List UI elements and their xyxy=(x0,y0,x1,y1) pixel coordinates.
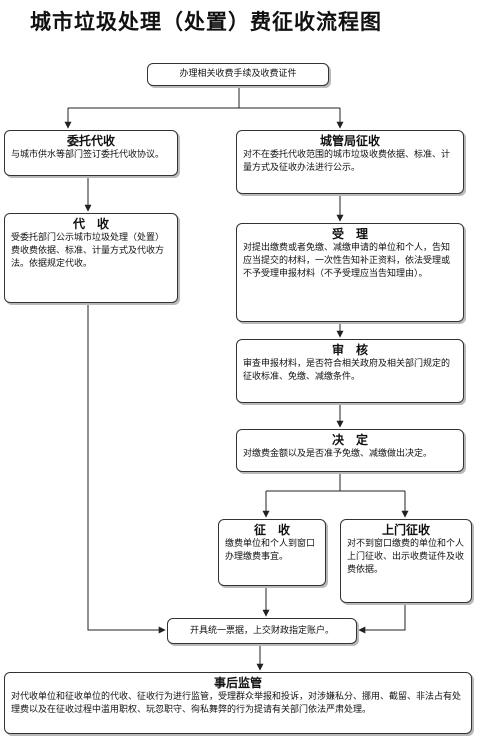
review-title: 审 核 xyxy=(331,343,368,357)
collect-body: 受委托部门公示城市垃圾处理（处置）费收费依据、标准、计量方式及代收方法。依据规定… xyxy=(11,233,165,269)
start-box: 办理相关收费手续及收费证件 xyxy=(147,63,329,86)
decide-box: 决 定 对缴费金额以及是否准予免缴、减缴做出决定。 xyxy=(236,429,464,472)
receipt-text: 开具统一票据，上交财政指定账户。 xyxy=(189,626,334,636)
collect-title: 代 收 xyxy=(72,217,109,231)
arrow-collect-to-receipt xyxy=(87,303,166,634)
entrust-box: 委托代收 与城市供水等部门签订委托代收协议。 xyxy=(4,130,178,176)
decide-title: 决 定 xyxy=(331,433,368,447)
bureau-body: 对不在委托代收范围的城市垃圾收费依据、标准、计量方式及征收办法进行公示。 xyxy=(243,150,451,173)
bureau-title: 城管局征收 xyxy=(319,134,380,148)
receipt-box: 开具统一票据，上交财政指定账户。 xyxy=(167,618,357,644)
accept-title: 受 理 xyxy=(331,227,368,241)
page-title: 城市垃圾处理（处置）费征收流程图 xyxy=(30,10,382,34)
bureau-box: 城管局征收 对不在委托代收范围的城市垃圾收费依据、标准、计量方式及征收办法进行公… xyxy=(236,130,464,194)
entrust-body: 与城市供水等部门签订委托代收协议。 xyxy=(11,150,165,160)
door-body: 对不到窗口缴费的单位和个人上门征收、出示收费证件及收费依据。 xyxy=(347,539,465,575)
accept-box: 受 理 对提出缴费或者免缴、减缴申请的单位和个人，告知应当提交的材料，一次性告知… xyxy=(236,223,464,322)
accept-body: 对提出缴费或者免缴、减缴申请的单位和个人，告知应当提交的材料，一次性告知补正资料… xyxy=(243,243,451,279)
door-title: 上门征收 xyxy=(381,523,430,537)
door-box: 上门征收 对不到窗口缴费的单位和个人上门征收、出示收费证件及收费依据。 xyxy=(340,519,472,603)
entrust-title: 委托代收 xyxy=(66,134,115,148)
supervise-body: 对代收单位和征收单位的代收、征收行为进行监管，受理群众举报和投诉，对涉嫌私分、挪… xyxy=(11,692,462,715)
decide-body: 对缴费金额以及是否准予免缴、减缴做出决定。 xyxy=(243,449,433,459)
start-text: 办理相关收费手续及收费证件 xyxy=(179,69,297,79)
arrow-door-to-receipt xyxy=(358,603,406,634)
levy-body: 缴费单位和个人到窗口办理缴费事宜。 xyxy=(225,539,316,562)
review-body: 审查申报材料，是否符合相关政府及相关部门规定的征收标准、免缴、减缴条件。 xyxy=(243,359,451,382)
collect-box: 代 收 受委托部门公示城市垃圾处理（处置）费收费依据、标准、计量方式及代收方法。… xyxy=(4,213,178,303)
supervise-title: 事后监管 xyxy=(213,676,262,690)
supervise-box: 事后监管 对代收单位和征收单位的代收、征收行为进行监管，受理群众举报和投诉，对涉… xyxy=(4,672,472,734)
review-box: 审 核 审查申报材料，是否符合相关政府及相关部门规定的征收标准、免缴、减缴条件。 xyxy=(236,339,464,403)
levy-box: 征 收 缴费单位和个人到窗口办理缴费事宜。 xyxy=(218,519,326,586)
levy-title: 征 收 xyxy=(253,523,290,537)
